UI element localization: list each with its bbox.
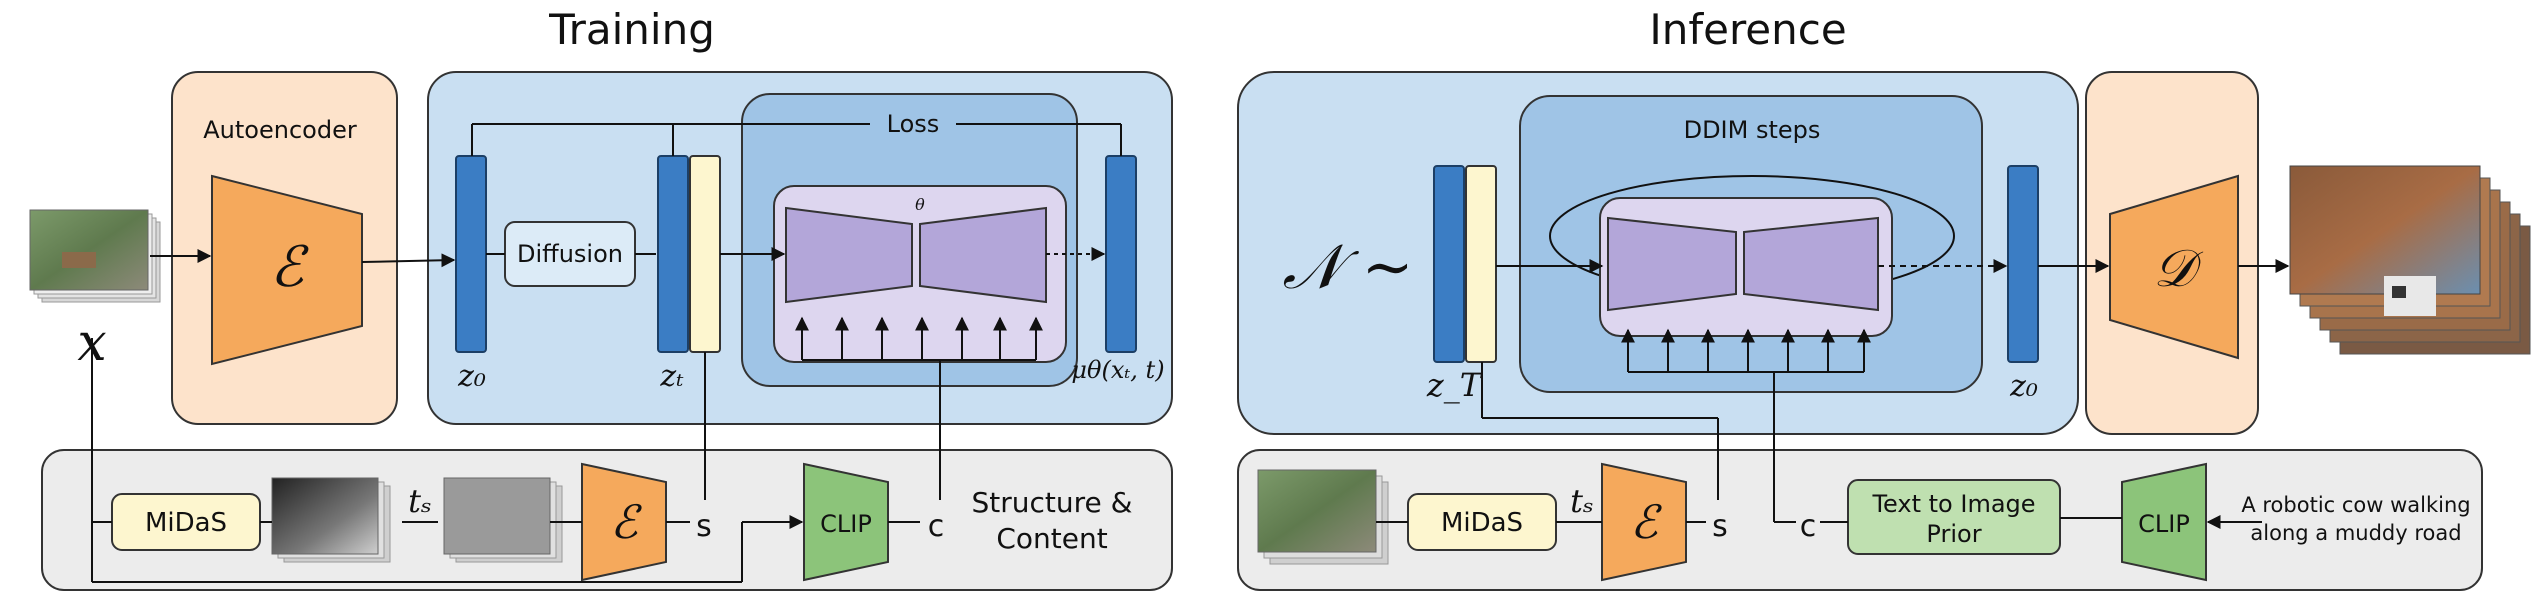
inference-encoder-trapezoid — [1601, 462, 1687, 582]
depth-map-stack-2 — [443, 477, 563, 563]
prior-label-line2: Prior — [1926, 520, 1981, 548]
structure-content-line1: Structure & — [972, 486, 1133, 519]
zT-label: z_T — [1426, 366, 1484, 404]
unet-conditioning-arrows — [795, 316, 1043, 361]
inference-conditioning-lines — [1376, 362, 2262, 529]
inference-encoder-symbol: ℰ — [1630, 495, 1662, 549]
inference-input-stack — [1257, 469, 1389, 565]
inference-midas-label: MiDaS — [1441, 508, 1523, 538]
mu-label: μθ(xₜ, t) — [1071, 356, 1164, 384]
inference-z0-bar — [2007, 165, 2039, 363]
training-flow-arrows — [150, 247, 1106, 268]
prior-label-line1: Text to Image — [1871, 490, 2035, 518]
loss-line — [471, 123, 1122, 156]
encoder-trapezoid — [211, 174, 363, 366]
noise-label: 𝒩 ∼ — [1282, 230, 1413, 303]
s-label-training: s — [696, 509, 712, 544]
output-video-stack — [2289, 165, 2531, 355]
input-video-stack — [29, 209, 161, 303]
clip-label-inference: CLIP — [2138, 510, 2190, 538]
training-conditioning-lines — [91, 338, 941, 583]
clip-label-training: CLIP — [820, 510, 872, 538]
training-title: Training — [548, 5, 715, 54]
prompt-line2: along a muddy road — [2250, 521, 2461, 545]
prompt-line1: A robotic cow walking — [2241, 493, 2470, 517]
ts-label-training: tₛ — [408, 482, 432, 520]
depth-map-stack-1 — [271, 477, 391, 563]
midas-label: MiDaS — [145, 508, 227, 538]
unet-decoder-half — [919, 206, 1047, 304]
encoder-symbol: ℰ — [270, 235, 309, 300]
zt-latent-bar — [657, 155, 689, 353]
ts-label-inference: tₛ — [1570, 482, 1594, 520]
zt-label: zₜ — [659, 359, 684, 394]
ddim-label: DDIM steps — [1684, 116, 1821, 144]
autoencoder-label: Autoencoder — [203, 116, 357, 144]
structure-content-line2: Content — [996, 522, 1107, 555]
clip-trapezoid-inference — [2121, 462, 2207, 582]
mu-output-bar — [1105, 155, 1137, 353]
inference-z0-label: z₀ — [2009, 369, 2038, 404]
inference-title: Inference — [1649, 5, 1846, 54]
unet-encoder-half — [785, 206, 913, 304]
structure-encoder-symbol: ℰ — [610, 495, 642, 549]
decoder-trapezoid — [2109, 174, 2239, 360]
inference-unet-decoder-half — [1743, 216, 1879, 312]
diffusion-label: Diffusion — [517, 240, 623, 268]
inference-unet-encoder-half — [1607, 216, 1737, 312]
zT-latent-bar — [1433, 165, 1465, 363]
s-label-inference: s — [1712, 509, 1728, 544]
loss-label: Loss — [887, 110, 940, 138]
clip-trapezoid-training — [803, 462, 889, 582]
z0-latent-bar — [455, 155, 487, 353]
z0-label: z₀ — [457, 359, 486, 394]
c-label-training: c — [928, 509, 945, 544]
zT-condition-bar — [1465, 165, 1497, 363]
c-label-inference: c — [1800, 509, 1817, 544]
structure-encoder-trapezoid — [581, 462, 667, 582]
inference-unet-conditioning-arrows — [1621, 328, 1871, 373]
theta-label: θ — [915, 195, 925, 214]
zt-condition-bar — [689, 155, 721, 353]
